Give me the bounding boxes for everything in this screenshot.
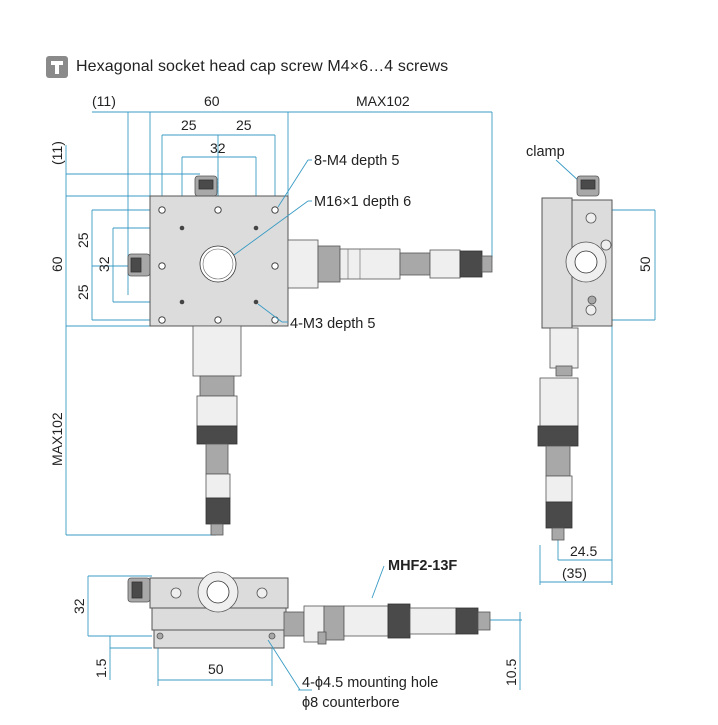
callout-model: MHF2-13F <box>388 558 457 574</box>
dim-left-25-bottom: 25 <box>75 284 91 300</box>
header: Hexagonal socket head cap screw M4×6…4 s… <box>46 52 448 82</box>
dim-side-50: 50 <box>637 256 653 272</box>
dim-width-60: 60 <box>204 93 220 109</box>
top-view: (11) 60 MAX102 25 25 32 (11) 25 32 25 60… <box>49 93 493 536</box>
header-text: Hexagonal socket head cap screw M4×6…4 s… <box>76 58 449 75</box>
callout-clamp: clamp <box>526 144 565 160</box>
t-bracket-icon <box>46 56 68 78</box>
dim-left-32: 32 <box>96 256 112 272</box>
side-view: clamp 50 24.5 (35) <box>526 144 656 585</box>
dim-left-offset: (11) <box>92 93 116 109</box>
dim-front-1-5: 1.5 <box>93 658 109 678</box>
callout-m3: 4-M3 depth 5 <box>290 316 375 332</box>
dim-front-50: 50 <box>208 661 224 677</box>
dim-front-32: 32 <box>71 598 87 614</box>
dim-inner-25-left: 25 <box>181 117 197 133</box>
dim-max-travel: MAX102 <box>356 93 410 109</box>
dim-max-travel-vertical: MAX102 <box>49 412 65 466</box>
dim-inner-32: 32 <box>210 140 226 156</box>
dim-side-24-5: 24.5 <box>570 543 597 559</box>
callout-m16: M16×1 depth 6 <box>314 194 411 210</box>
dim-left-25-top: 25 <box>75 232 91 248</box>
callout-counterbore: ϕ8 counterbore <box>302 695 400 711</box>
dim-inner-25-right: 25 <box>236 117 252 133</box>
front-view: MHF2-13F 4-ϕ4.5 mounting hole ϕ8 counter… <box>71 558 522 711</box>
dim-side-35: (35) <box>562 565 587 581</box>
dim-top-offset: (11) <box>49 141 65 165</box>
callout-m4: 8-M4 depth 5 <box>314 153 399 169</box>
callout-mount-hole: 4-ϕ4.5 mounting hole <box>302 675 438 691</box>
dim-height-60: 60 <box>49 256 65 272</box>
dim-front-10-5: 10.5 <box>503 659 519 686</box>
